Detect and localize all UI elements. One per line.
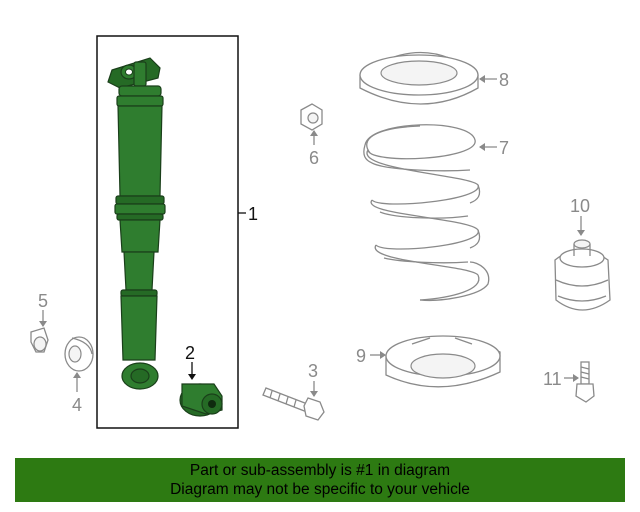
banner-line-1: Part or sub-assembly is #1 in diagram — [189, 462, 451, 479]
upper-spring-insulator[interactable] — [359, 51, 479, 105]
bushing[interactable] — [179, 383, 223, 417]
callout-9: 9 — [356, 346, 366, 366]
callout-7: 7 — [499, 138, 509, 158]
callout-3: 3 — [308, 361, 318, 381]
info-banner: Part or sub-assembly is #1 in diagram Di… — [15, 458, 625, 502]
nut[interactable] — [300, 103, 323, 131]
callout-2: 2 — [185, 343, 195, 363]
callout-5: 5 — [38, 291, 48, 311]
banner-line-2: Diagram may not be specific to your vehi… — [170, 481, 470, 498]
shock-absorber[interactable] — [107, 57, 166, 390]
callout-10: 10 — [570, 196, 590, 216]
lower-spring-insulator[interactable] — [385, 335, 501, 388]
jounce-bumper[interactable] — [554, 239, 611, 311]
grommet[interactable] — [30, 327, 49, 353]
parts-diagram: 1 2 8 7 6 — [30, 35, 611, 429]
callout-4: 4 — [72, 395, 82, 415]
bolt[interactable] — [262, 387, 325, 421]
small-bolt[interactable] — [575, 361, 595, 403]
callout-1: 1 — [248, 204, 258, 224]
callout-8: 8 — [499, 70, 509, 90]
washer[interactable] — [64, 336, 94, 372]
callout-6: 6 — [309, 148, 319, 168]
coil-spring[interactable] — [363, 124, 490, 302]
callout-11: 11 — [543, 369, 562, 389]
assembly-1-box — [96, 35, 239, 429]
